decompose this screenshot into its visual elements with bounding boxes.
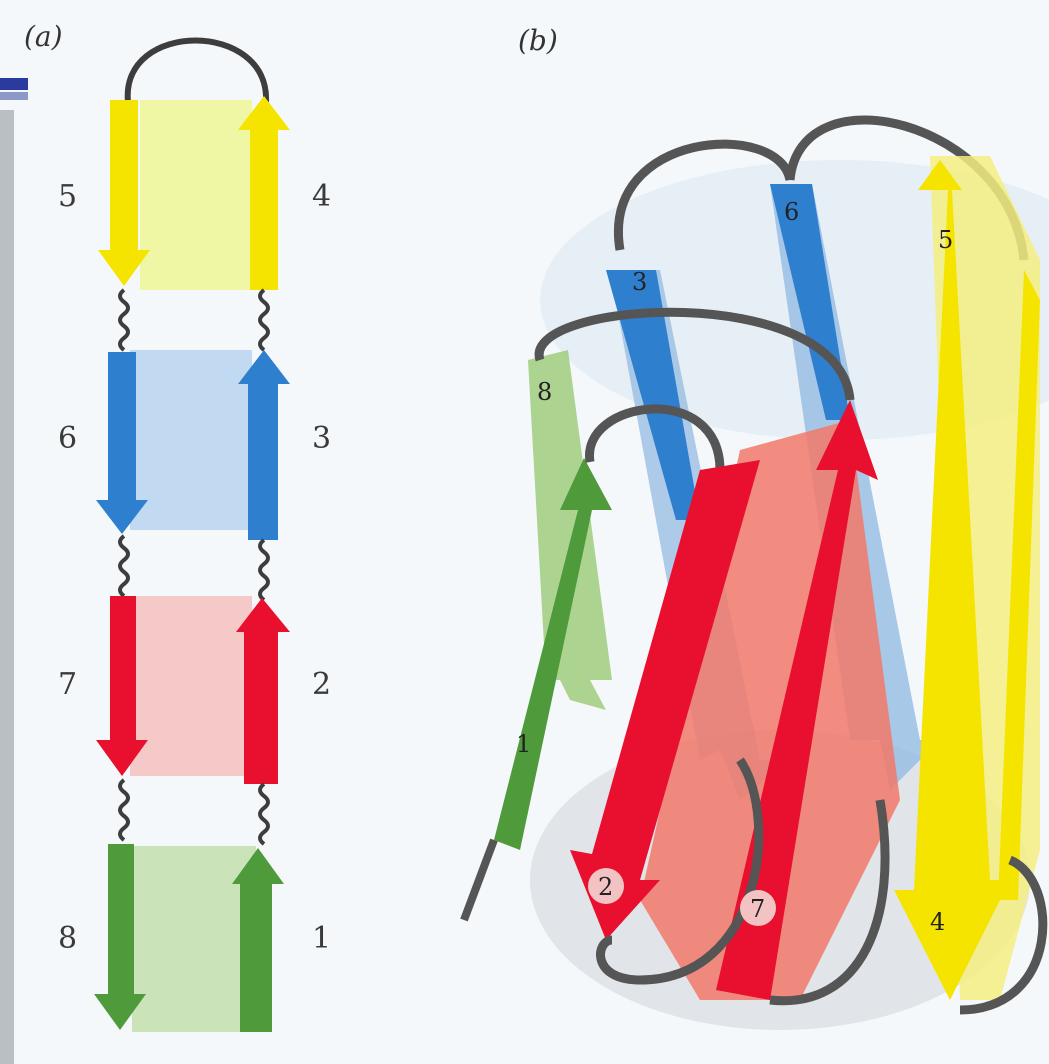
connector-6-7: [120, 536, 128, 596]
connector-2-1: [260, 784, 268, 844]
strand-b-label-3: 3: [632, 268, 647, 296]
strand-label-3: 3: [312, 421, 331, 456]
strand-b-label-1: 1: [516, 730, 531, 758]
strand-b-label-7: 7: [750, 895, 765, 923]
strand-label-7: 7: [58, 667, 77, 702]
strand-label-1: 1: [312, 921, 331, 956]
strand-b-label-2: 2: [598, 873, 613, 901]
sheet-shade-blue: [130, 350, 252, 530]
panel-a-label: (a): [24, 20, 63, 53]
panel-b-label: (b): [518, 24, 558, 57]
hairpin-loop-5-4: [128, 41, 266, 103]
connector-7-8: [120, 780, 128, 840]
strand-b-label-6: 6: [784, 198, 799, 226]
strand-2-arrow: [236, 598, 290, 784]
n-terminus: [464, 840, 494, 920]
strand-b-label-8: 8: [537, 378, 552, 406]
sheet-shade-yellow: [140, 100, 252, 290]
strand-label-4: 4: [312, 179, 331, 214]
sheet-shade-green: [132, 846, 256, 1032]
connector-3-2: [260, 540, 268, 600]
strand-label-6: 6: [58, 421, 77, 456]
strand-label-8: 8: [58, 921, 77, 956]
connector-5-6: [120, 290, 128, 350]
connector-4-3: [260, 290, 268, 350]
sheet-shade-red: [130, 596, 252, 776]
strand-b-label-4: 4: [930, 908, 945, 936]
strand-b-label-5: 5: [938, 226, 953, 254]
strand-label-2: 2: [312, 667, 331, 702]
strand-label-5: 5: [58, 179, 77, 214]
